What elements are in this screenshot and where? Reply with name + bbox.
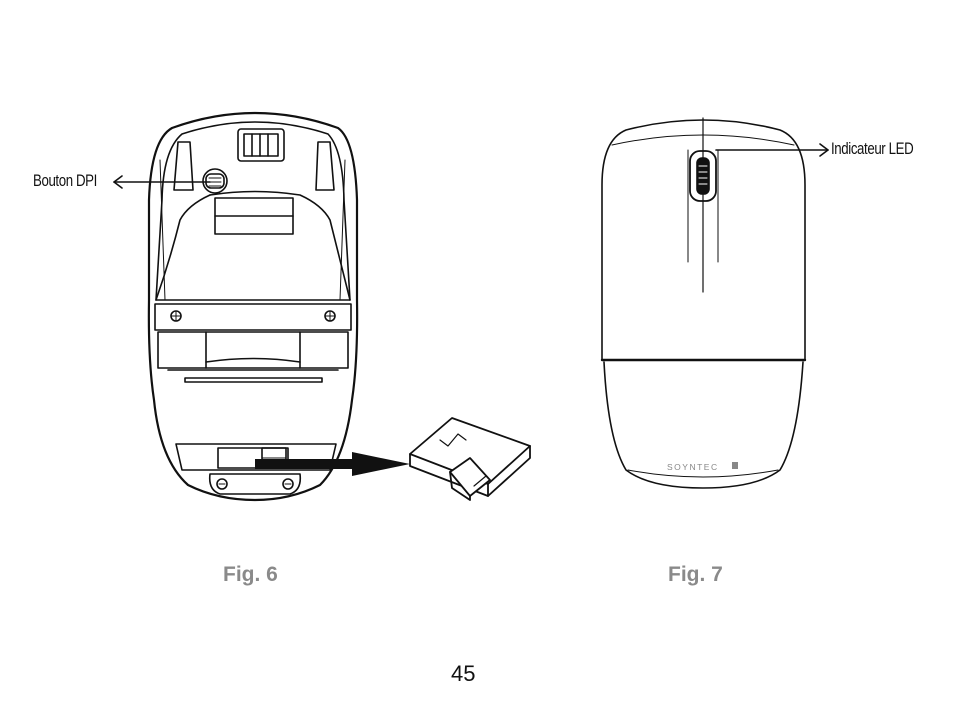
brand-logo-text: SOYNTEC: [667, 462, 719, 472]
dpi-button-label: Bouton DPI: [33, 171, 97, 191]
mouse-top-view: [602, 118, 805, 488]
figure-6-caption: Fig. 6: [223, 563, 278, 587]
led-callout-arrow: [716, 144, 828, 156]
mouse-bottom-view: [149, 113, 357, 500]
figure-7-caption: Fig. 7: [668, 563, 723, 587]
page-number: 45: [451, 661, 475, 687]
brand-logo: SOYNTEC: [667, 462, 738, 472]
usb-receiver: [410, 418, 530, 500]
led-indicator-label: Indicateur LED: [831, 139, 913, 159]
receiver-removal-arrow: [255, 452, 410, 476]
